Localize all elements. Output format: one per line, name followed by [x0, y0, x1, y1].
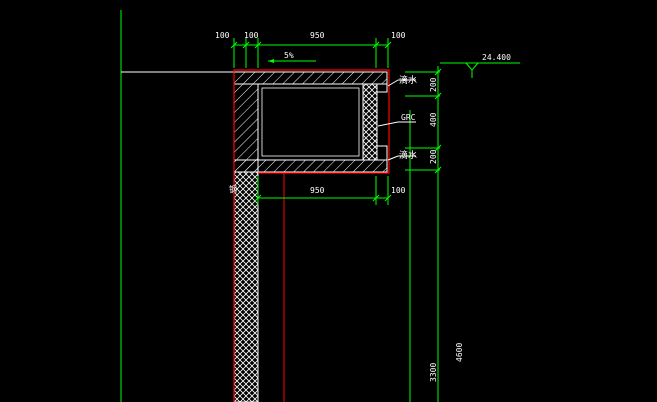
dim-v-3300: 3300 [429, 363, 438, 382]
leader-labels: 滴水 GRC 滴水 [377, 74, 417, 161]
dim-mid-950: 950 [310, 186, 325, 195]
left-box-wall [233, 83, 259, 173]
bottom-slab [233, 159, 388, 173]
right-dimensions: 200 400 200 3300 4600 24.400 [405, 53, 520, 402]
dim-v-4600: 4600 [455, 343, 464, 362]
dim-top-950: 950 [310, 31, 325, 40]
dim-top-left-100: 100 [215, 31, 230, 40]
top-dimensions: 100 100 950 100 5% [215, 31, 406, 68]
vertical-wall [233, 171, 259, 402]
slope-label: 5% [284, 51, 294, 60]
bracket-label: 钢 [229, 184, 237, 194]
dim-top-right-100: 100 [391, 31, 406, 40]
label-drip-top: 滴水 [399, 74, 417, 86]
grc-panel [362, 83, 378, 161]
drip-top-part [376, 83, 388, 93]
dim-top-inner-100: 100 [244, 31, 259, 40]
label-drip-bottom: 滴水 [399, 149, 417, 161]
red-outline [233, 69, 390, 402]
mid-dimensions: 950 100 钢 [229, 176, 406, 205]
dim-v-200-top: 200 [429, 77, 438, 92]
elevation-label: 24.400 [482, 53, 511, 62]
label-grc: GRC [401, 113, 416, 122]
top-slab [233, 71, 388, 85]
dim-v-400: 400 [429, 112, 438, 127]
cornice-section [233, 69, 390, 402]
dim-v-200-bottom: 200 [429, 149, 438, 164]
inner-liner [261, 87, 360, 157]
drip-bottom-part [376, 145, 388, 161]
dim-mid-100: 100 [391, 186, 406, 195]
inner-hollow [257, 83, 364, 161]
